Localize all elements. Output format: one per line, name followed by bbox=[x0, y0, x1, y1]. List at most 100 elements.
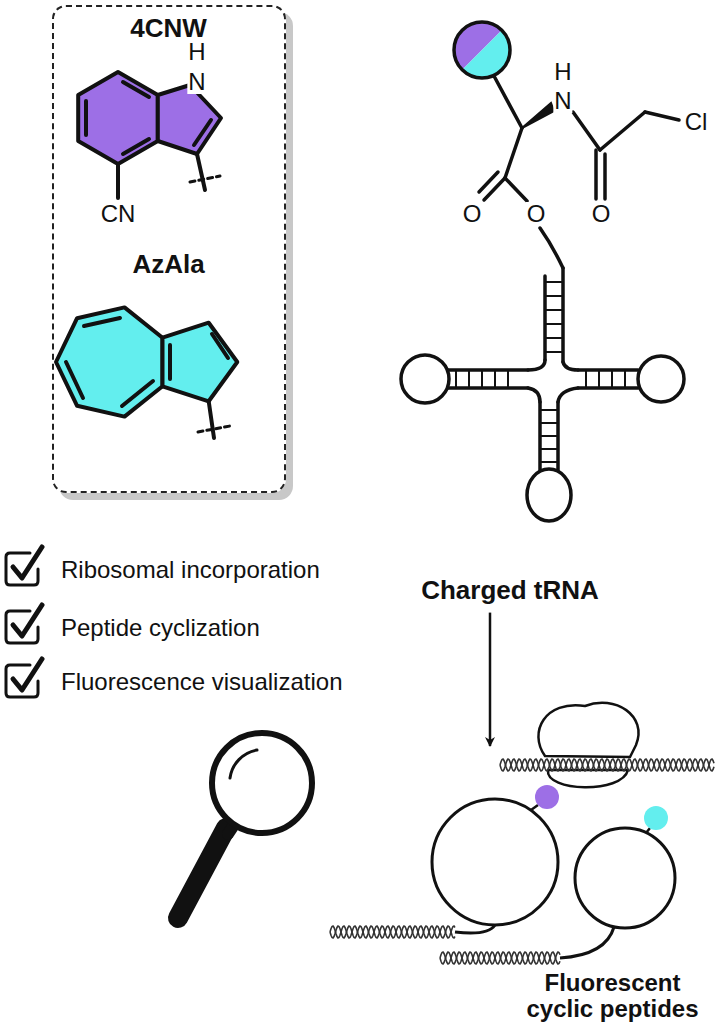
base-pair bbox=[585, 370, 587, 388]
checkbox bbox=[6, 547, 42, 585]
base-pair bbox=[611, 370, 613, 388]
fluorophore-dot bbox=[535, 785, 559, 809]
peptide-label-box: Fluorescent cyclic peptides bbox=[330, 748, 720, 1027]
checkmark bbox=[13, 605, 42, 636]
ribosome bbox=[538, 703, 638, 788]
base-pair bbox=[540, 461, 558, 463]
magnifying-glass bbox=[178, 733, 312, 918]
helix-strand bbox=[500, 759, 714, 771]
node-title: AzAla bbox=[54, 250, 283, 279]
node-title: Fluorescent cyclic peptides bbox=[510, 970, 715, 1023]
bond bbox=[573, 112, 600, 150]
junction bbox=[528, 360, 578, 402]
helix-strand bbox=[330, 926, 455, 938]
side-chain-bond bbox=[209, 401, 214, 438]
base-pair bbox=[481, 370, 483, 388]
checkbox bbox=[6, 605, 42, 643]
double-bond bbox=[123, 139, 149, 154]
base-pair bbox=[545, 351, 563, 353]
peptide-tail bbox=[455, 925, 495, 933]
d-arm bbox=[448, 370, 528, 388]
checkmark bbox=[13, 659, 42, 690]
double-bond bbox=[122, 381, 153, 406]
ester-link bbox=[540, 228, 563, 268]
base-pair bbox=[494, 370, 496, 388]
base-pair bbox=[540, 448, 558, 450]
atom-label: N bbox=[553, 89, 572, 113]
double-bond bbox=[168, 345, 172, 379]
double-bond bbox=[212, 334, 228, 358]
double-bond bbox=[66, 362, 83, 398]
seven-ring bbox=[56, 307, 163, 416]
trna bbox=[401, 268, 684, 521]
flow-arrow bbox=[489, 613, 492, 746]
lens-glare bbox=[230, 750, 257, 778]
bond bbox=[505, 128, 522, 178]
mrna-strands bbox=[330, 759, 714, 964]
atom-label: O bbox=[591, 202, 612, 226]
lens bbox=[212, 733, 312, 833]
atom-label: O bbox=[526, 202, 547, 226]
cut-mark bbox=[190, 176, 220, 182]
atom-label: O bbox=[462, 202, 483, 226]
atom-label: H bbox=[187, 40, 206, 64]
acceptor-stem bbox=[545, 268, 563, 362]
node-title: Charged tRNA bbox=[370, 576, 650, 605]
node-title: 4CNW bbox=[54, 14, 283, 43]
dye-stick bbox=[646, 828, 650, 833]
helix-strand bbox=[330, 926, 455, 938]
checkbox bbox=[6, 659, 42, 697]
pyrrole-ring bbox=[158, 85, 221, 154]
base-pair bbox=[455, 370, 457, 388]
bond bbox=[594, 150, 598, 199]
base-pair bbox=[507, 370, 509, 388]
base-pair bbox=[545, 337, 563, 339]
dye-stick bbox=[531, 805, 538, 810]
helix-strand bbox=[440, 952, 560, 964]
base-pair bbox=[540, 422, 558, 424]
base-pair bbox=[540, 435, 558, 437]
side-chain-circle bbox=[454, 22, 510, 78]
bond bbox=[479, 172, 498, 192]
helix-strand bbox=[440, 952, 560, 964]
amino-acid-panel: 4CNW AzAla bbox=[52, 5, 286, 493]
atom-label: Cl bbox=[684, 110, 709, 134]
base-pair bbox=[545, 309, 563, 311]
bond bbox=[600, 112, 645, 150]
peptide-tail bbox=[560, 927, 614, 958]
bond bbox=[603, 154, 607, 199]
nitrile-bond bbox=[116, 164, 120, 198]
base-pair bbox=[624, 370, 626, 388]
checklist-item: Ribosomal incorporation bbox=[60, 558, 321, 582]
bond bbox=[494, 76, 522, 128]
base-pair bbox=[545, 323, 563, 325]
five-ring bbox=[163, 323, 238, 402]
anticodon-loop bbox=[527, 469, 571, 521]
cyclic-peptides bbox=[432, 785, 675, 958]
helix-strand bbox=[500, 759, 714, 771]
t-loop bbox=[638, 356, 684, 402]
checkmark bbox=[13, 547, 42, 578]
atom-label: N bbox=[187, 70, 206, 94]
base-pairs bbox=[456, 282, 625, 462]
side-chain-bond bbox=[197, 154, 205, 190]
large-subunit bbox=[538, 703, 638, 757]
trna-label-box: Charged tRNA bbox=[370, 574, 650, 609]
t-arm bbox=[578, 370, 638, 388]
bond bbox=[505, 178, 527, 201]
double-bond bbox=[194, 120, 211, 145]
checklist-item: Peptide cyclization bbox=[60, 616, 261, 640]
wedge-bond bbox=[522, 103, 554, 128]
azulene-structure bbox=[56, 307, 237, 438]
d-loop bbox=[401, 355, 449, 403]
base-pair bbox=[545, 295, 563, 297]
checklist-item: Fluorescence visualization bbox=[60, 670, 343, 694]
atom-label: H bbox=[553, 60, 572, 84]
double-bond bbox=[84, 318, 120, 326]
base-pair bbox=[545, 281, 563, 283]
handle bbox=[178, 828, 226, 918]
double-bond bbox=[123, 82, 149, 97]
base-pair bbox=[540, 409, 558, 411]
